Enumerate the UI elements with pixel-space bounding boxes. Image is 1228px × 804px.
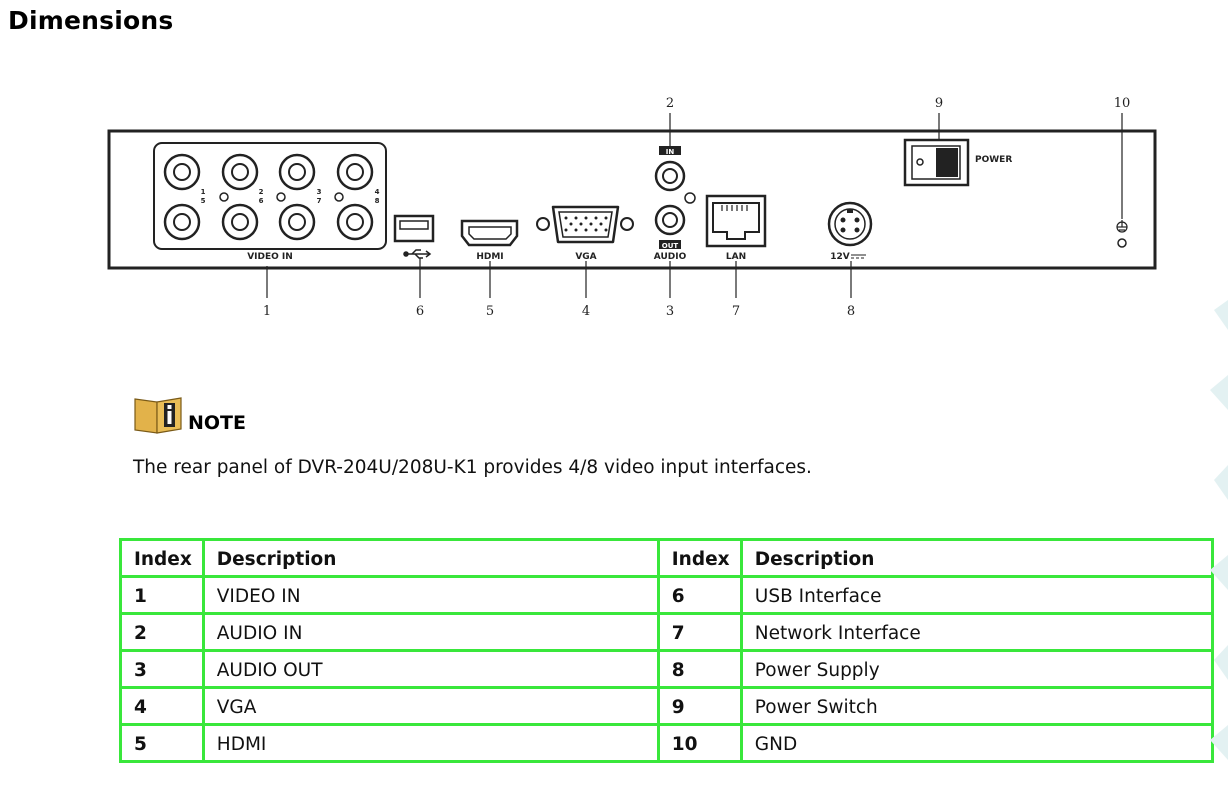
bnc-label: 2 <box>259 188 264 196</box>
table-cell-description: Network Interface <box>739 612 1214 652</box>
usb-icon <box>403 249 432 259</box>
table-row: 5 HDMI 10 GND <box>119 723 1214 763</box>
vga-label: VGA <box>575 252 596 262</box>
callout-number: 10 <box>1114 96 1131 111</box>
table-cell-index: 6 <box>656 575 743 615</box>
callout-number: 5 <box>486 304 494 319</box>
table-header-index: Index <box>656 538 743 578</box>
hdmi-port: HDMI <box>460 219 519 262</box>
panel-outline <box>107 129 1157 270</box>
table-header-index: Index <box>119 538 205 578</box>
power-supply-port: 12V <box>827 201 873 262</box>
table-cell-index: 2 <box>119 612 205 652</box>
note-icon <box>134 397 182 434</box>
table-cell-description: Power Supply <box>739 649 1214 689</box>
bnc-label: 3 <box>317 188 322 196</box>
table-header-description: Description <box>201 538 660 578</box>
ground-icon <box>1116 220 1128 233</box>
callout-number: 6 <box>416 304 424 319</box>
table-row: 1 VIDEO IN 6 USB Interface <box>119 575 1214 615</box>
table-cell-index: 7 <box>656 612 743 652</box>
table-cell-description: GND <box>739 723 1214 763</box>
audio-label: AUDIO <box>654 252 687 262</box>
hdmi-label: HDMI <box>476 252 503 262</box>
note-text: The rear panel of DVR-204U/208U-K1 provi… <box>133 457 812 478</box>
table-cell-index: 3 <box>119 649 205 689</box>
callout-number: 8 <box>847 304 855 319</box>
table-row: 3 AUDIO OUT 8 Power Supply <box>119 649 1214 689</box>
table-row: 2 AUDIO IN 7 Network Interface <box>119 612 1214 652</box>
bnc-label: 5 <box>201 197 206 205</box>
callout-number: 3 <box>666 304 674 319</box>
bnc-label: 6 <box>259 197 264 205</box>
rear-panel-diagram: 1 5 2 6 3 7 4 8 VIDEO IN HDMI <box>107 96 1157 319</box>
bnc-label: 4 <box>375 188 380 196</box>
bnc-label: 8 <box>375 197 380 205</box>
table-header-description: Description <box>739 538 1214 578</box>
table-cell-description: VGA <box>201 686 660 726</box>
table-cell-description: HDMI <box>201 723 660 763</box>
table-cell-description: USB Interface <box>739 575 1214 615</box>
power-12v-label: 12V <box>830 252 850 262</box>
table-row: 4 VGA 9 Power Switch <box>119 686 1214 726</box>
table-cell-index: 5 <box>119 723 205 763</box>
bnc-connector <box>163 153 374 241</box>
table-header-row: Index Description Index Description <box>119 538 1214 578</box>
decorative-corner-pattern <box>1210 300 1228 760</box>
bnc-label: 1 <box>201 188 206 196</box>
callout-numbers: 1 2 3 4 5 6 7 8 9 10 <box>263 96 1130 319</box>
table-cell-index: 9 <box>656 686 743 726</box>
audio-out-label: OUT <box>662 242 679 250</box>
table-cell-description: VIDEO IN <box>201 575 660 615</box>
callout-number: 2 <box>666 96 674 111</box>
vga-port: VGA <box>536 205 634 262</box>
lan-port: LAN <box>705 194 767 262</box>
callout-number: 7 <box>732 304 740 319</box>
video-in-label: VIDEO IN <box>247 252 293 262</box>
callout-number: 1 <box>263 304 271 319</box>
page-heading: Dimensions <box>8 6 174 35</box>
power-label: POWER <box>975 155 1012 165</box>
power-switch: POWER <box>903 138 1012 187</box>
lan-label: LAN <box>726 252 746 262</box>
table-cell-index: 10 <box>656 723 743 763</box>
audio-ports: IN OUT AUDIO <box>654 146 696 262</box>
video-in-group: 1 5 2 6 3 7 4 8 VIDEO IN <box>153 142 387 262</box>
callout-lines <box>266 113 1123 298</box>
callout-number: 4 <box>582 304 590 319</box>
usb-port <box>393 214 435 259</box>
table-cell-index: 1 <box>119 575 205 615</box>
index-table: Index Description Index Description 1 VI… <box>119 538 1214 763</box>
table-cell-description: AUDIO IN <box>201 612 660 652</box>
table-cell-index: 8 <box>656 649 743 689</box>
table-cell-description: AUDIO OUT <box>201 649 660 689</box>
table-cell-index: 4 <box>119 686 205 726</box>
note-label: NOTE <box>188 412 246 434</box>
dc-symbol-icon <box>851 254 866 259</box>
audio-in-label: IN <box>666 148 675 156</box>
gnd-terminal <box>1116 220 1128 248</box>
table-cell-description: Power Switch <box>739 686 1214 726</box>
callout-number: 9 <box>935 96 943 111</box>
bnc-label: 7 <box>317 197 322 205</box>
